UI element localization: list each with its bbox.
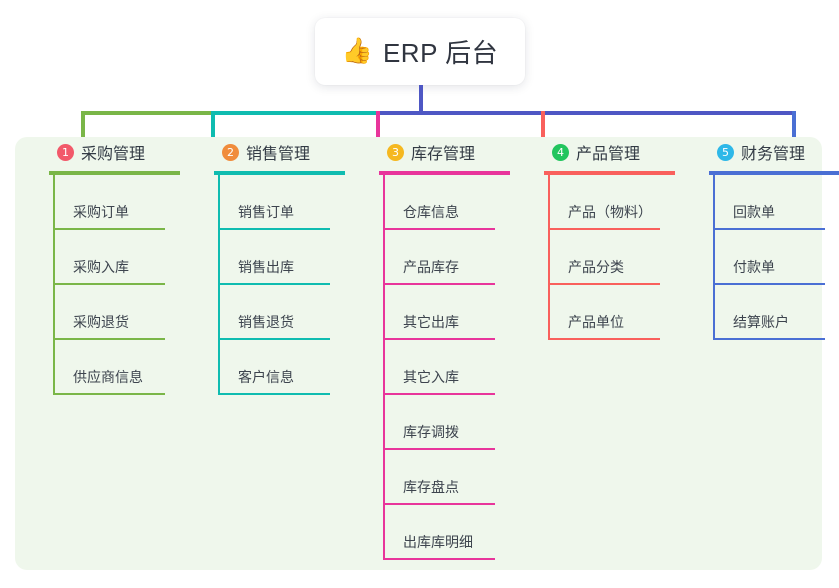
module-item[interactable]: 采购退货 [55, 285, 165, 340]
module-header[interactable]: 1 采购管理 [35, 137, 195, 167]
module-item-label: 采购入库 [73, 259, 129, 275]
module-items-list: 仓库信息产品库存其它出库其它入库库存调拨库存盘点出库库明细 [383, 175, 495, 560]
module-column-财务管理: 5 财务管理回款单付款单结算账户 [695, 137, 839, 340]
module-header[interactable]: 5 财务管理 [695, 137, 839, 167]
module-item-label: 库存盘点 [403, 479, 459, 495]
module-header[interactable]: 4 产品管理 [530, 137, 690, 167]
module-item-label: 出库库明细 [403, 534, 473, 550]
module-item-label: 销售订单 [238, 204, 294, 220]
module-item-label: 库存调拨 [403, 424, 459, 440]
module-column-产品管理: 4 产品管理产品（物料） 产品分类产品单位 [530, 137, 690, 340]
module-item[interactable]: 供应商信息 [55, 340, 165, 395]
module-items-list: 采购订单采购入库采购退货供应商信息 [53, 175, 165, 395]
root-title: ERP 后台 [382, 38, 499, 68]
module-item[interactable]: 采购订单 [55, 175, 165, 230]
module-item-label: 其它出库 [403, 314, 459, 330]
bus-segment-2 [213, 111, 378, 115]
module-item-label: 产品库存 [403, 259, 459, 275]
drop-connector-3 [376, 111, 380, 142]
module-item-label: 销售出库 [238, 259, 294, 275]
module-title: 产品管理 [576, 146, 641, 163]
module-header-rule [379, 171, 510, 175]
module-item[interactable]: 产品库存 [385, 230, 495, 285]
module-item[interactable]: 销售出库 [220, 230, 330, 285]
bus-segment-3 [378, 111, 796, 115]
thumbs-up-icon: 👍 [341, 37, 373, 65]
bus-segment-1 [81, 111, 213, 115]
module-item[interactable]: 客户信息 [220, 340, 330, 395]
module-items-list: 销售订单销售出库销售退货客户信息 [218, 175, 330, 395]
trunk-connector [419, 85, 423, 113]
module-column-销售管理: 2 销售管理销售订单销售出库销售退货客户信息 [200, 137, 360, 395]
module-item-label: 付款单 [733, 259, 775, 275]
module-item-label: 回款单 [733, 204, 775, 220]
module-number-badge: 4 [552, 143, 569, 161]
module-item-label: 客户信息 [238, 369, 294, 385]
module-item-label: 产品分类 [568, 259, 624, 275]
module-number-badge: 2 [222, 143, 239, 161]
module-item-label: 采购订单 [73, 204, 129, 220]
drop-connector-4 [541, 111, 545, 142]
module-items-list: 产品（物料） 产品分类产品单位 [548, 175, 660, 340]
module-item-label: 供应商信息 [73, 369, 143, 385]
module-item-label: 结算账户 [733, 314, 789, 330]
module-number-badge: 3 [387, 143, 404, 161]
modules-panel: 1 采购管理采购订单采购入库采购退货供应商信息 2 销售管理销售订单销售出库销售退货客… [15, 137, 839, 570]
module-column-库存管理: 3 库存管理仓库信息产品库存其它出库其它入库库存调拨库存盘点出库库明细 [365, 137, 525, 560]
module-item[interactable]: 销售订单 [220, 175, 330, 230]
module-header-rule [709, 171, 839, 175]
module-number-badge: 5 [717, 143, 734, 161]
module-header-rule [544, 171, 675, 175]
module-item[interactable]: 库存调拨 [385, 395, 495, 450]
module-item[interactable]: 产品（物料） [550, 175, 660, 230]
module-header-rule [214, 171, 345, 175]
module-item[interactable]: 采购入库 [55, 230, 165, 285]
module-title: 销售管理 [246, 146, 311, 163]
module-item[interactable]: 产品分类 [550, 230, 660, 285]
module-items-list: 回款单付款单结算账户 [713, 175, 825, 340]
module-header[interactable]: 3 库存管理 [365, 137, 525, 167]
module-item[interactable]: 付款单 [715, 230, 825, 285]
module-item-label: 销售退货 [238, 314, 294, 330]
module-item[interactable]: 产品单位 [550, 285, 660, 340]
module-item[interactable]: 结算账户 [715, 285, 825, 340]
module-column-采购管理: 1 采购管理采购订单采购入库采购退货供应商信息 [35, 137, 195, 395]
module-item[interactable]: 出库库明细 [385, 505, 495, 560]
module-item[interactable]: 仓库信息 [385, 175, 495, 230]
module-item[interactable]: 库存盘点 [385, 450, 495, 505]
module-item[interactable]: 其它入库 [385, 340, 495, 395]
module-item-label: 仓库信息 [403, 204, 459, 220]
module-item[interactable]: 其它出库 [385, 285, 495, 340]
drop-connector-2 [211, 111, 215, 142]
module-title: 库存管理 [411, 146, 476, 163]
module-title: 财务管理 [741, 146, 806, 163]
module-number-badge: 1 [57, 143, 74, 161]
module-item[interactable]: 销售退货 [220, 285, 330, 340]
module-header[interactable]: 2 销售管理 [200, 137, 360, 167]
module-item-label: 其它入库 [403, 369, 459, 385]
module-item-label: 产品单位 [568, 314, 624, 330]
module-item-label: 产品（物料） [568, 204, 652, 220]
module-title: 采购管理 [81, 146, 146, 163]
module-header-rule [49, 171, 180, 175]
drop-connector-5 [792, 111, 796, 142]
drop-connector-1 [81, 111, 85, 142]
root-node-card[interactable]: 👍 ERP 后台 [315, 18, 525, 85]
module-item[interactable]: 回款单 [715, 175, 825, 230]
module-item-label: 采购退货 [73, 314, 129, 330]
